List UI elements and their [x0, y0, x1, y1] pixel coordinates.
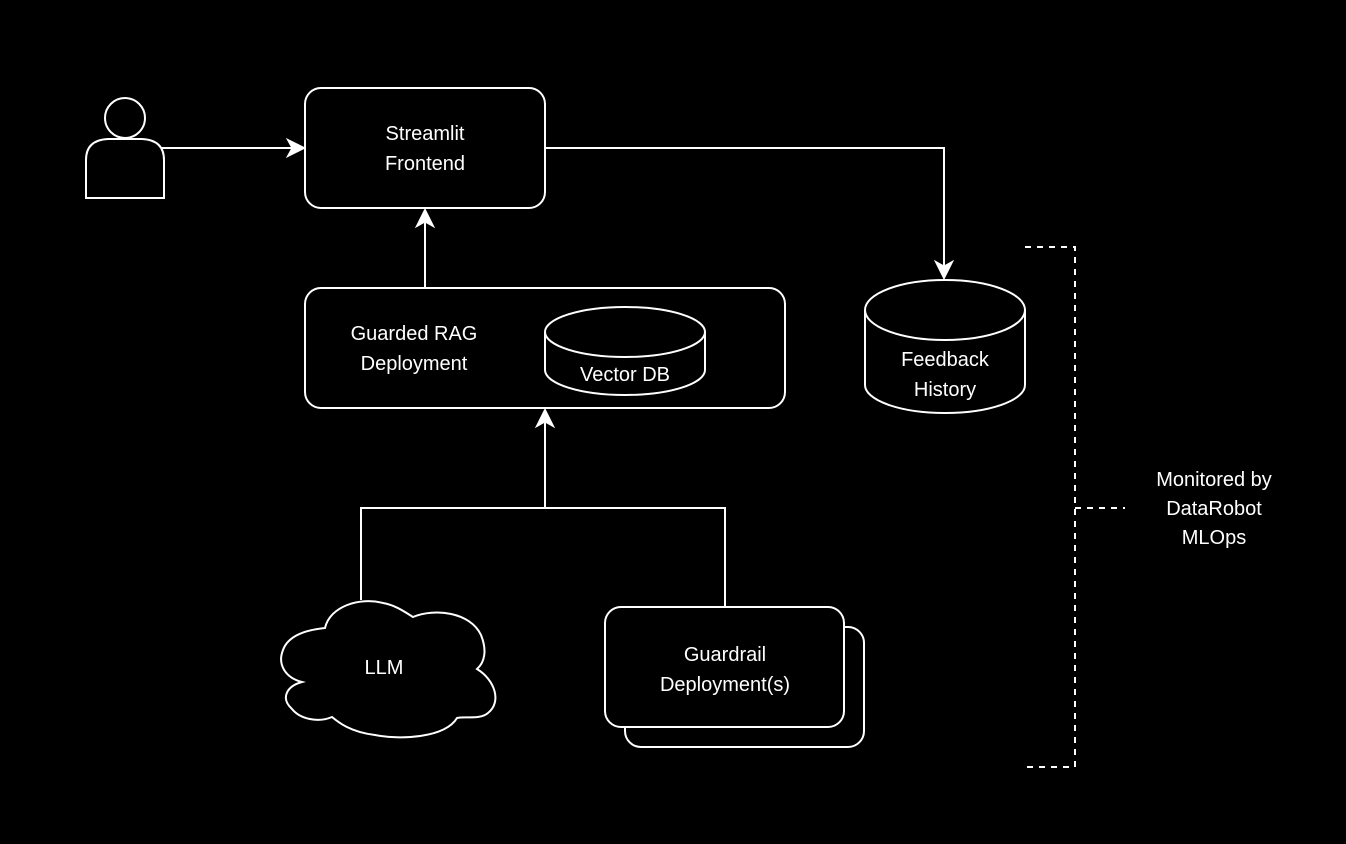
edge-llm-guardrail-to-rag: [360, 407, 726, 607]
guardrail-label-1: Guardrail: [684, 644, 766, 666]
streamlit-label-2: Frontend: [385, 153, 465, 175]
streamlit-label-1: Streamlit: [386, 123, 465, 145]
vectordb-label: Vector DB: [580, 364, 670, 386]
cloud-icon: [280, 600, 497, 739]
feedback-label-2: History: [914, 379, 976, 401]
rag-label-2: Deployment: [361, 353, 468, 375]
node-streamlit-frontend: Streamlit Frontend: [304, 87, 546, 209]
edge-streamlit-to-feedback: [545, 147, 955, 281]
user-icon: [85, 97, 165, 199]
llm-label: LLM: [365, 657, 404, 679]
edge-rag-to-streamlit: [414, 207, 436, 288]
guardrail-label-2: Deployment(s): [660, 674, 790, 696]
monitor-label-1: Monitored by: [1156, 469, 1272, 491]
monitor-label-3: MLOps: [1182, 527, 1246, 549]
monitoring-annotation: Monitored by DataRobot MLOps: [1156, 469, 1272, 549]
node-vector-db: Vector DB: [544, 306, 706, 396]
rag-label-1: Guarded RAG: [351, 323, 478, 345]
monitoring-bracket: [1025, 246, 1125, 768]
node-guardrail-deployments: Guardrail Deployment(s): [604, 606, 865, 748]
node-llm-cloud: LLM: [280, 600, 497, 739]
node-feedback-history: Feedback History: [864, 279, 1026, 414]
feedback-label-1: Feedback: [901, 349, 990, 371]
monitor-label-2: DataRobot: [1166, 498, 1262, 520]
edge-user-to-streamlit: [158, 137, 307, 159]
